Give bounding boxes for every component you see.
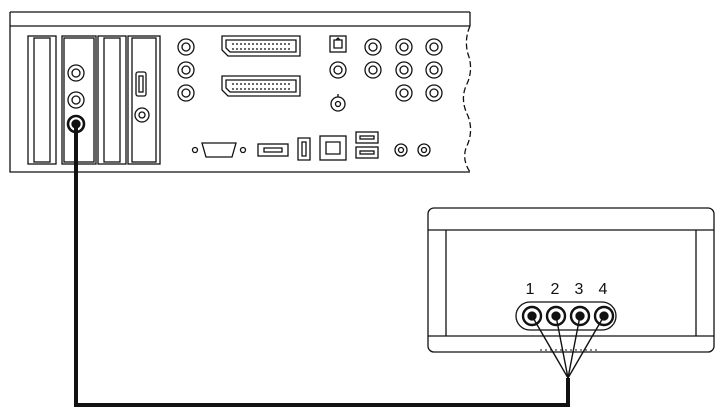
port-label-1: 1: [526, 281, 535, 298]
audio-ports: [329, 35, 347, 112]
breakout-cable: [74, 124, 605, 407]
cable-branch-4: [567, 315, 605, 379]
port-label-2: 2: [551, 281, 560, 298]
receiver-box: [427, 207, 715, 353]
port-label-4: 4: [599, 281, 608, 298]
rca-jacks-left: [177, 38, 195, 102]
receiver-ports: [521, 305, 615, 327]
expansion-slots: [27, 35, 161, 165]
cable-branch-1: [531, 315, 569, 379]
rca-jack-grid: [364, 38, 443, 102]
scart-connectors: [221, 35, 301, 97]
graphics-card-ports: [134, 71, 150, 123]
pc-back-panel: [9, 11, 472, 173]
cable-branch-2: [555, 315, 569, 379]
port-label-3: 3: [575, 281, 584, 298]
port-labels: 1 2 3 4: [526, 281, 608, 298]
capture-card-jacks: [66, 64, 86, 134]
cable-main-line: [74, 124, 570, 407]
io-row: [191, 131, 431, 161]
cable-branch-3: [567, 315, 581, 379]
